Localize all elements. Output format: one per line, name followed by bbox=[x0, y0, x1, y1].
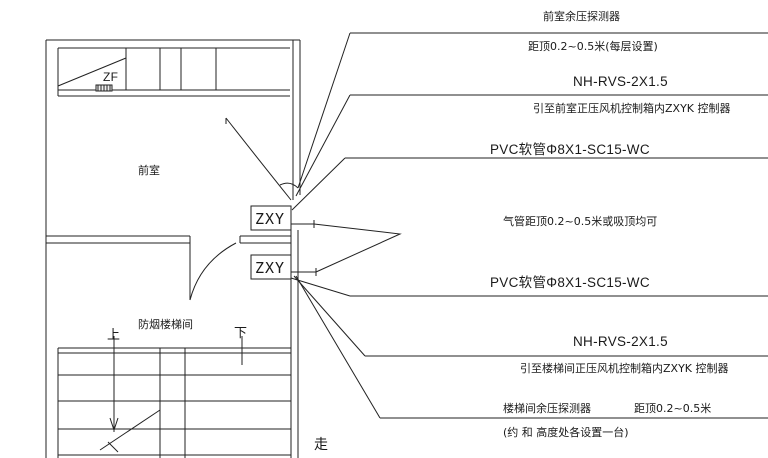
callout-stair-sensor-height: 距顶0.2~0.5米 bbox=[634, 402, 711, 415]
down-label: 下 bbox=[234, 326, 247, 341]
callout-air-pipe: 气管距顶0.2~0.5米或吸顶均可 bbox=[503, 214, 657, 228]
zf-fan-unit bbox=[57, 47, 290, 97]
callout-cable-upper: NH-RVS-2X1.5 bbox=[573, 74, 668, 89]
callout-cable-lower: NH-RVS-2X1.5 bbox=[573, 334, 668, 349]
wall-outline bbox=[45, 39, 301, 458]
zxy-box-lower bbox=[250, 254, 292, 280]
partition-wall bbox=[46, 235, 291, 244]
callout-front-sensor-title: 前室余压探测器 bbox=[543, 9, 620, 23]
callout-stair-sensor-note: (约 和 高度处各设置一台) bbox=[503, 425, 629, 439]
staircase bbox=[57, 336, 291, 458]
zxy-upper-label: ZXY bbox=[255, 210, 285, 228]
callout-cable-upper-desc: 引至前室正压风机控制箱内ZXYK 控制器 bbox=[533, 101, 731, 115]
zxy-box-upper bbox=[250, 205, 292, 231]
front-room-label: 前室 bbox=[138, 163, 160, 177]
zxy-lower-label: ZXY bbox=[255, 259, 285, 277]
callout-pvc-upper: PVC软管Φ8X1-SC15-WC bbox=[490, 142, 650, 157]
callout-pvc-lower: PVC软管Φ8X1-SC15-WC bbox=[490, 275, 650, 290]
front-room-door bbox=[225, 117, 299, 201]
stairwell-door bbox=[189, 242, 237, 301]
callout-front-sensor-height: 距顶0.2~0.5米(每层设置) bbox=[528, 39, 658, 53]
callout-cable-lower-desc: 引至楼梯间正压风机控制箱内ZXYK 控制器 bbox=[520, 361, 729, 375]
callout-stair-sensor-title: 楼梯间余压探测器 bbox=[503, 401, 591, 415]
stairwell-label: 防烟楼梯间 bbox=[138, 317, 193, 331]
up-label: 上 bbox=[107, 328, 120, 343]
leader-lines bbox=[290, 32, 768, 419]
sensor-connectors bbox=[291, 220, 317, 276]
corridor-label: 走 bbox=[314, 437, 328, 453]
zf-label: ZF bbox=[103, 70, 118, 84]
